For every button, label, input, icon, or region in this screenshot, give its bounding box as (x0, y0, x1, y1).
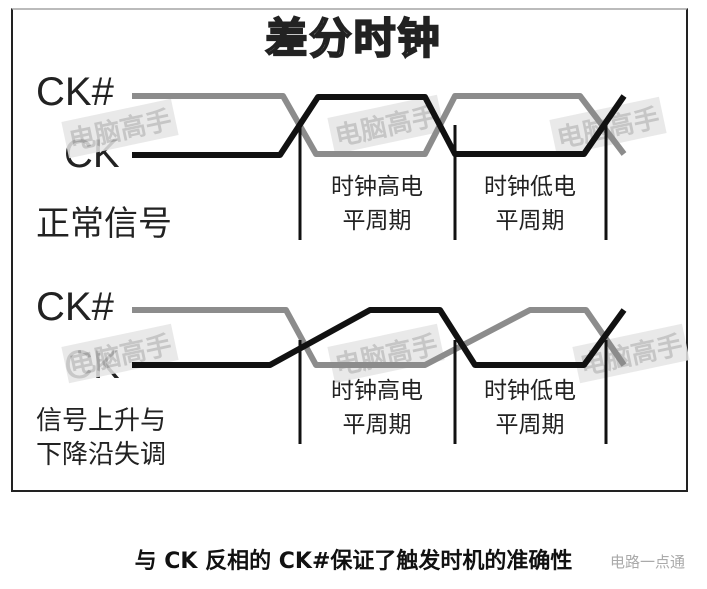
top-ck-hash-waveform (132, 93, 627, 157)
top-low-period-box: 时钟低电 平周期 (465, 170, 595, 238)
top-signal-caption: 正常信号 (36, 204, 172, 244)
corner-watermark: 电路一点通 (609, 553, 685, 571)
top-high-period-box: 时钟高电 平周期 (312, 170, 442, 238)
bottom-low-line1: 时钟低电 (484, 378, 576, 404)
top-low-line2: 平周期 (495, 208, 565, 234)
bottom-ck-hash-waveform (132, 307, 627, 368)
bottom-high-period-box: 时钟高电 平周期 (312, 374, 442, 442)
bottom-caption-line1: 信号上升与 (36, 406, 167, 436)
diagram-panel (11, 8, 688, 492)
top-ck-hash-label: CK# (36, 70, 114, 114)
top-high-line1: 时钟高电 (331, 174, 423, 200)
bottom-low-line2: 平周期 (495, 412, 565, 438)
bottom-low-period-box: 时钟低电 平周期 (465, 374, 595, 442)
top-ck-waveform (132, 94, 627, 158)
bottom-ck-hash-label: CK# (36, 285, 114, 329)
figure-caption: 与 CK 反相的 CK#保证了触发时机的准确性 (134, 549, 573, 574)
bottom-high-line1: 时钟高电 (331, 378, 423, 404)
top-low-line1: 时钟低电 (484, 174, 576, 200)
bottom-high-line2: 平周期 (342, 412, 412, 438)
diagram-title: 差分时钟 (264, 13, 442, 64)
top-high-line2: 平周期 (342, 208, 412, 234)
bottom-signal-caption: 信号上升与 下降沿失调 (36, 404, 166, 472)
bottom-caption-line2: 下降沿失调 (36, 440, 167, 470)
bottom-ck-waveform (132, 307, 627, 368)
